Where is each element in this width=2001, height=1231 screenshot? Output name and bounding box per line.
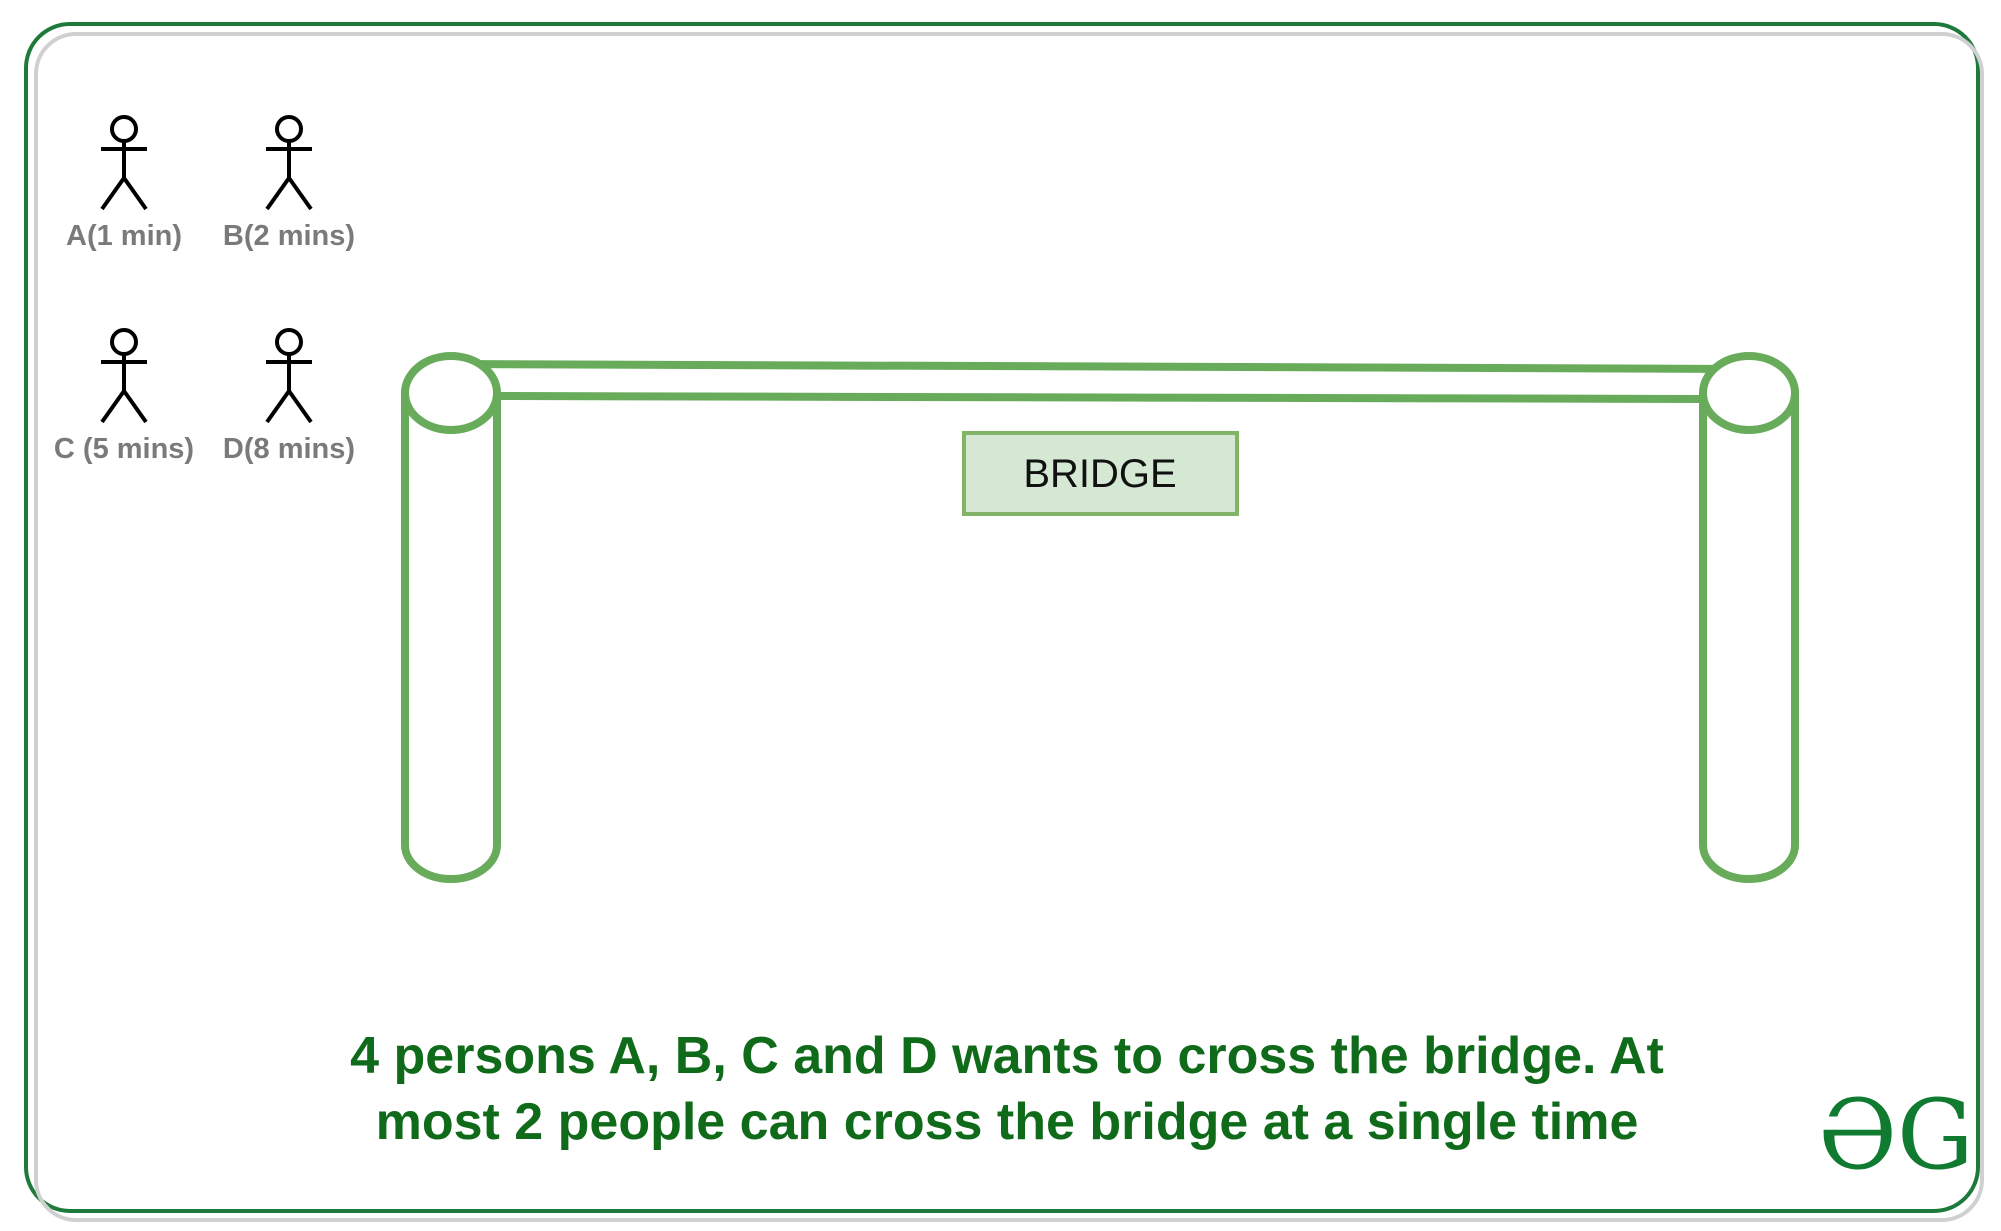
gfg-logo-text: ƏG xyxy=(1818,1079,1973,1191)
bridge-deck-bottom xyxy=(494,392,1704,403)
bridge-left-pillar xyxy=(401,352,501,883)
caption: 4 persons A, B, C and D wants to cross t… xyxy=(350,1027,1664,1151)
bridge xyxy=(401,352,1799,883)
frame-outer-border xyxy=(24,22,1980,1213)
stick-figure-icon xyxy=(265,328,313,424)
frame-inner-border xyxy=(34,32,1984,1222)
person-c-label: C (5 mins) xyxy=(54,433,194,465)
stick-figure-icon xyxy=(265,115,313,211)
bridge-label: BRIDGE xyxy=(1023,452,1176,496)
bridge-right-pillar xyxy=(1699,352,1799,883)
bridge-deck-top xyxy=(451,360,1748,373)
person-d-label: D(8 mins) xyxy=(223,433,355,465)
persons-group: A(1 min) B(2 mins) C (5 mins) xyxy=(54,115,355,465)
person-a: A(1 min) xyxy=(66,115,182,252)
person-c: C (5 mins) xyxy=(54,328,194,465)
person-b-label: B(2 mins) xyxy=(223,220,355,252)
person-b: B(2 mins) xyxy=(223,115,355,252)
stick-figure-icon xyxy=(100,115,148,211)
caption-line-2: most 2 people can cross the bridge at a … xyxy=(376,1093,1639,1151)
gfg-logo: ƏG xyxy=(1818,1079,1973,1191)
caption-line-1: 4 persons A, B, C and D wants to cross t… xyxy=(350,1027,1664,1085)
frame xyxy=(24,22,1984,1222)
person-a-label: A(1 min) xyxy=(66,220,182,252)
person-d: D(8 mins) xyxy=(223,328,355,465)
bridge-label-background xyxy=(962,431,1239,516)
bridge-label-box: BRIDGE xyxy=(962,431,1239,516)
stick-figure-icon xyxy=(100,328,148,424)
